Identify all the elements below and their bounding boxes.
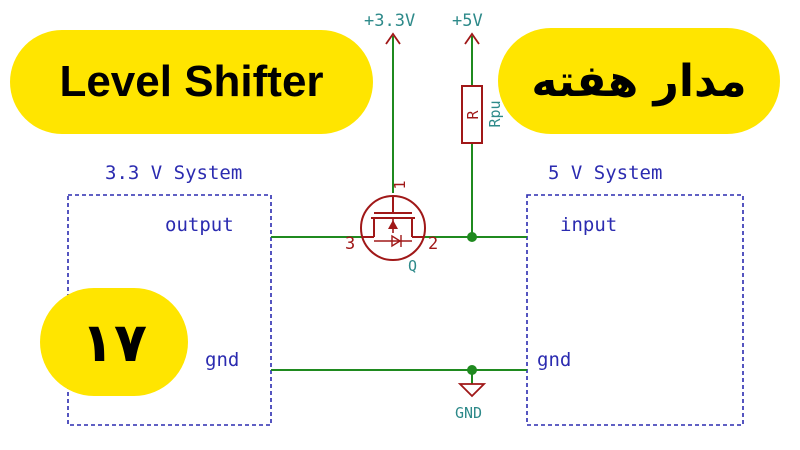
episode-number: ۱۷ [81,310,147,374]
ground-label: GND [455,404,482,422]
junction-ground-node [467,365,477,375]
right-pin-input: input [560,214,617,236]
mosfet-symbol-icon [360,195,426,261]
resistor-ref: R [464,110,482,120]
title-badge: Level Shifter [10,30,373,134]
right-pin-gnd: gnd [537,349,571,371]
mosfet-ref: Q [408,257,417,275]
episode-badge: ۱۷ [40,288,188,396]
subtitle-text: مدار هفته [531,55,747,107]
pullup-resistor-body [461,85,483,144]
resistor-value: Rpu [486,100,504,127]
mosfet-pin-source: 3 [345,234,355,254]
supply-3v3-label: +3.3V [364,11,415,31]
supply-5v-label: +5V [452,11,483,31]
left-pin-gnd: gnd [205,349,239,371]
mosfet-pin-gate: 1 [391,180,409,189]
mosfet-pin-drain: 2 [428,234,438,254]
title-text: Level Shifter [59,57,324,106]
subtitle-badge: مدار هفته [498,28,780,134]
left-pin-output: output [165,214,234,236]
junction-drain-node [467,232,477,242]
left-system-title: 3.3 V System [105,162,242,184]
right-system-title: 5 V System [548,162,662,184]
right-system-block [526,194,744,426]
supply-3v3-arrow-icon [385,32,401,45]
supply-5v-arrow-icon [464,32,480,45]
ground-symbol-icon [457,383,487,398]
